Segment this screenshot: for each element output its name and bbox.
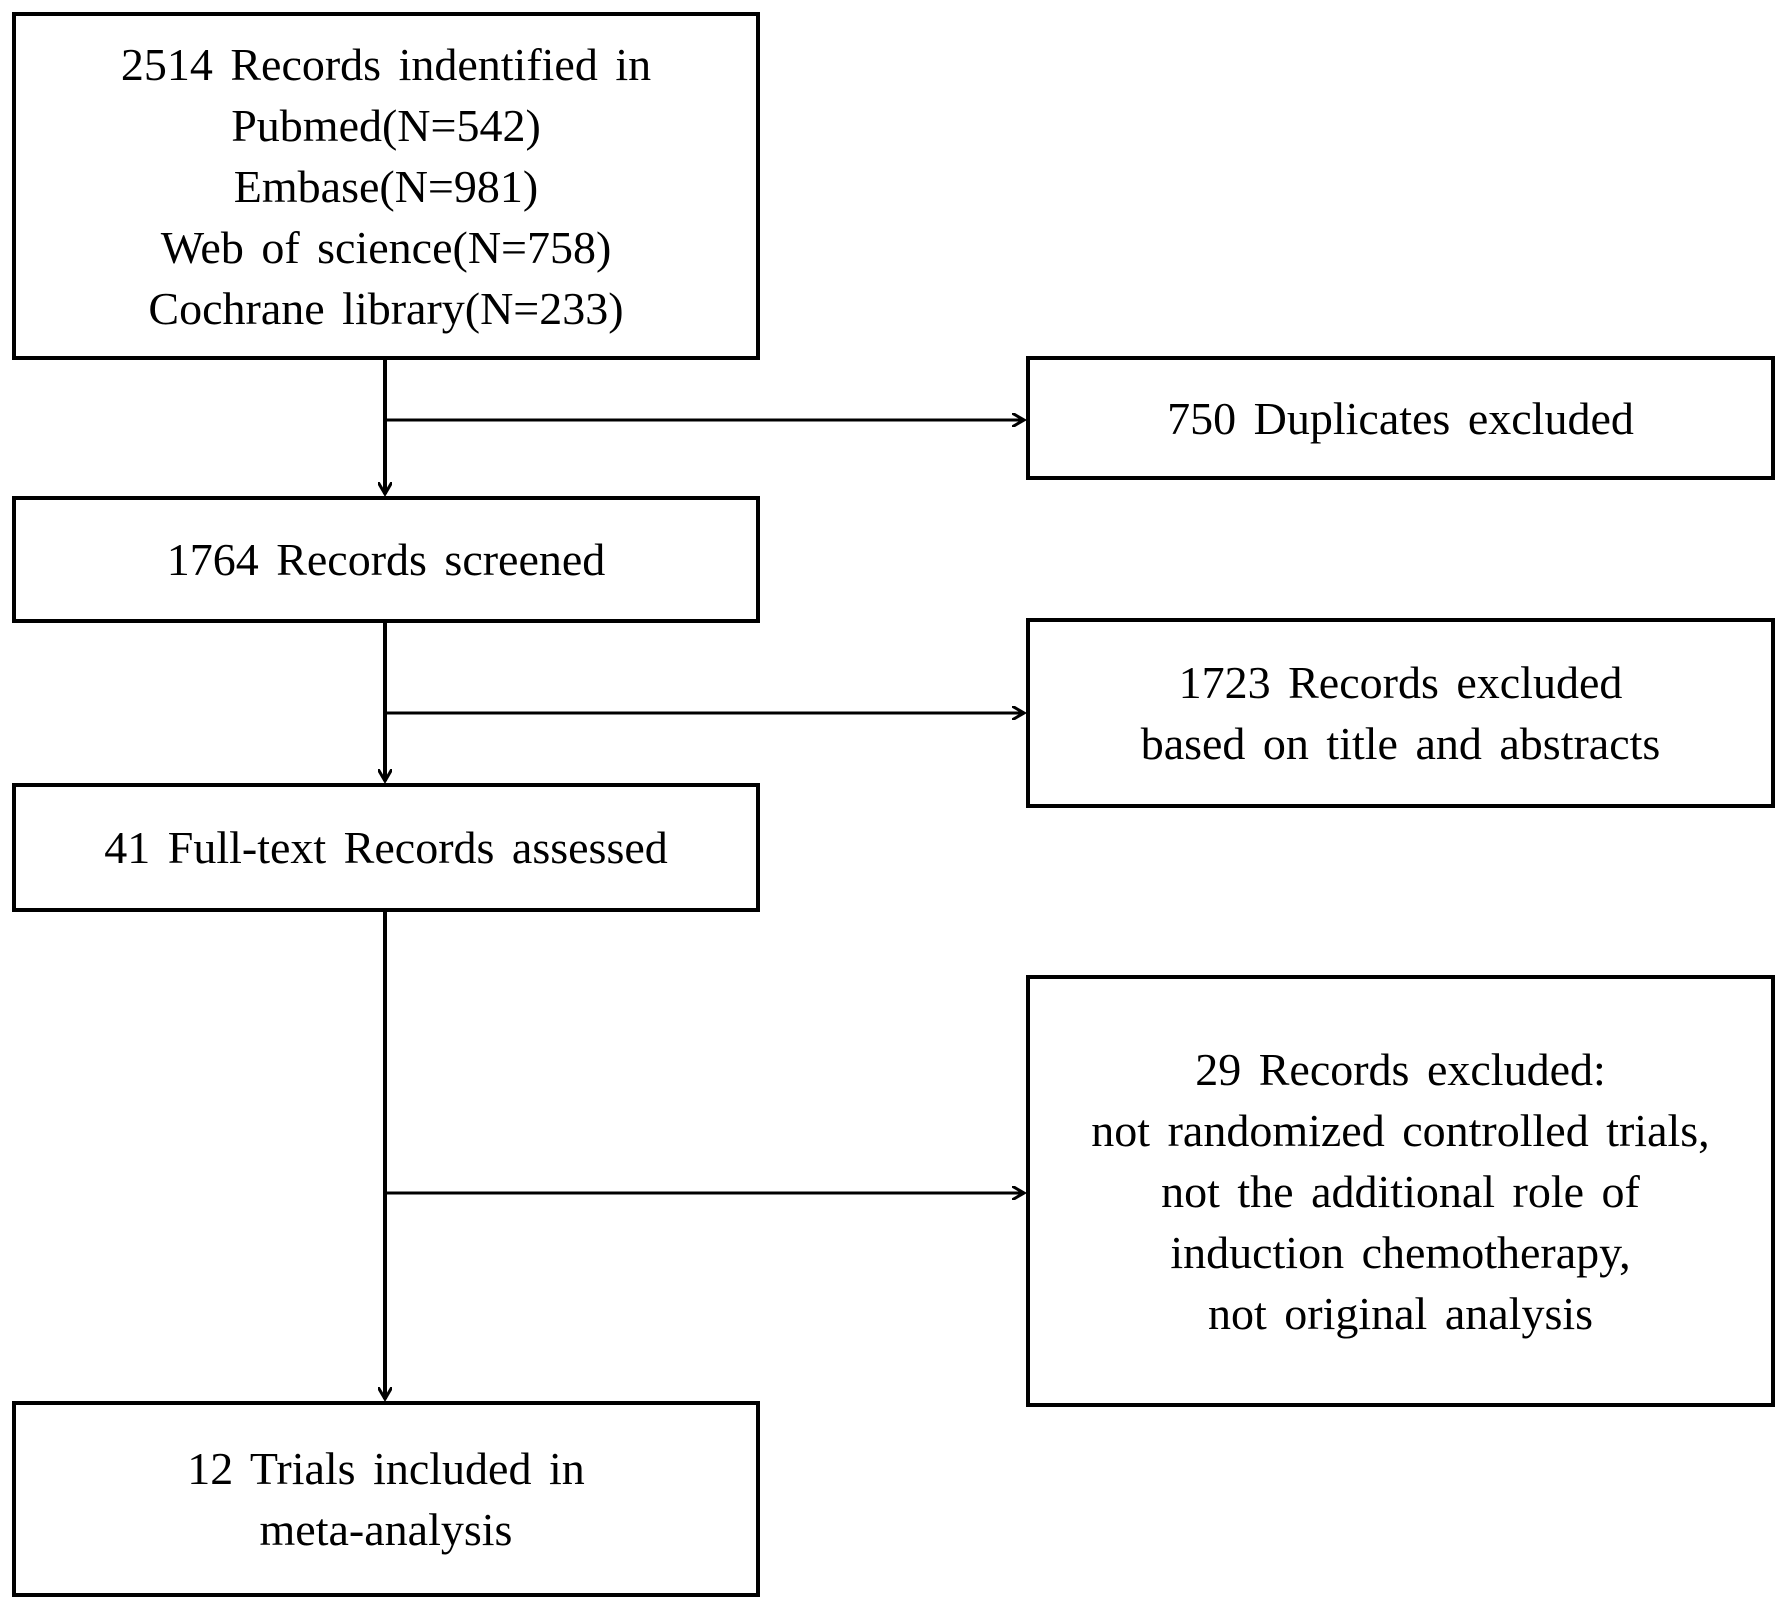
box-fulltext-assessed: 41 Full-text Records assessed: [12, 783, 760, 912]
identified-line-2: Pubmed(N=542): [231, 99, 541, 151]
fulltext-excluded-line-3: not the additional role of: [1161, 1165, 1640, 1217]
identified-line-3: Embase(N=981): [233, 160, 539, 212]
box-trials-included: 12 Trials included in meta-analysis: [12, 1401, 760, 1597]
box-records-screened: 1764 Records screened: [12, 496, 760, 623]
fulltext-line-1: 41 Full-text Records assessed: [104, 822, 668, 873]
title-excluded-line-1: 1723 Records excluded: [1178, 657, 1623, 708]
identified-line-4: Web of science(N=758): [160, 221, 612, 273]
included-line-1: 12 Trials included in: [187, 1443, 585, 1494]
duplicates-line-1: 750 Duplicates excluded: [1167, 392, 1634, 444]
box-records-identified: 2514 Records indentified in Pubmed(N=542…: [12, 12, 760, 360]
title-excluded-line-2: based on title and abstracts: [1140, 718, 1661, 769]
fulltext-excluded-line-5: not original analysis: [1207, 1287, 1594, 1339]
included-line-2: meta-analysis: [259, 1504, 513, 1555]
fulltext-excluded-line-4: induction chemotherapy,: [1170, 1226, 1631, 1278]
identified-line-5: Cochrane library(N=233): [148, 282, 624, 334]
screened-line-1: 1764 Records screened: [166, 534, 606, 585]
box-duplicates-excluded: 750 Duplicates excluded: [1026, 356, 1775, 480]
identified-line-1: 2514 Records indentified in: [120, 38, 652, 90]
box-fulltext-excluded: 29 Records excluded: not randomized cont…: [1026, 975, 1775, 1407]
fulltext-excluded-line-2: not randomized controlled trials,: [1091, 1104, 1710, 1156]
fulltext-excluded-line-1: 29 Records excluded:: [1195, 1043, 1606, 1095]
box-title-abstract-excluded: 1723 Records excluded based on title and…: [1026, 618, 1775, 808]
